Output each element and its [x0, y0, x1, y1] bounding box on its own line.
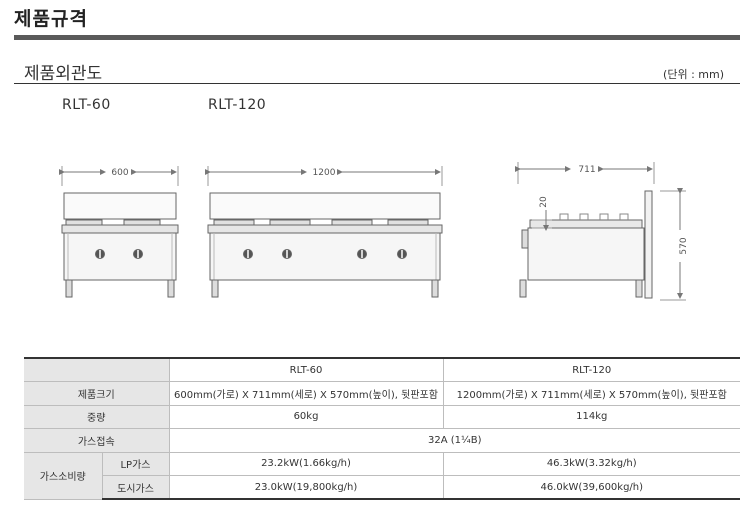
knob-icon: [357, 249, 367, 259]
table-row: 도시가스 23.0kW(19,800kg/h) 46.0kW(39,600kg/…: [24, 475, 740, 500]
knob-icon: [133, 249, 143, 259]
unit-label: (단위 : mm): [663, 68, 724, 81]
header-blank-cell: [24, 357, 170, 382]
spec-table: RLT-60 RLT-120 제품크기 600mm(가로) X 711mm(세로…: [24, 357, 740, 500]
section-rule: [14, 83, 740, 84]
table-row: 가스소비량 LP가스 23.2kW(1.66kg/h) 46.3kW(3.32k…: [24, 451, 740, 500]
row-label-weight: 중량: [24, 404, 170, 429]
front-view-rlt120: [205, 166, 443, 298]
gas-connection-value: 32A (1¼B): [168, 428, 740, 453]
table-row: 제품크기 600mm(가로) X 711mm(세로) X 570mm(높이), …: [24, 381, 740, 406]
lp-value-60: 23.2kW(1.66kg/h): [168, 451, 444, 476]
row-label-lp: LP가스: [101, 451, 170, 476]
city-value-120: 46.0kW(39,600kg/h): [442, 475, 740, 500]
title-rule: [14, 35, 740, 40]
lp-value-120: 46.3kW(3.32kg/h): [442, 451, 740, 476]
weight-value-60: 60kg: [168, 404, 444, 429]
model-label-rlt60: RLT-60: [62, 97, 111, 113]
row-label-gas-connection: 가스접속: [24, 428, 170, 453]
knob-icon: [243, 249, 253, 259]
knob-icon: [95, 249, 105, 259]
header-model-120: RLT-120: [442, 357, 740, 382]
page-title: 제품규격: [14, 8, 88, 30]
knob-icon: [397, 249, 407, 259]
model-label-rlt120: RLT-120: [208, 97, 267, 113]
front-view-rlt60: [59, 166, 179, 298]
row-label-size: 제품크기: [24, 381, 170, 406]
dim-width-120: 1200: [313, 168, 336, 178]
header-model-60: RLT-60: [168, 357, 444, 382]
knob-icon: [282, 249, 292, 259]
weight-value-120: 114kg: [442, 404, 740, 429]
dim-height: 570: [679, 237, 689, 254]
side-view: [515, 162, 686, 301]
size-value-60: 600mm(가로) X 711mm(세로) X 570mm(높이), 뒷판포함: [168, 381, 444, 406]
appearance-drawing: 600 1200: [59, 162, 689, 301]
size-value-120: 1200mm(가로) X 711mm(세로) X 570mm(높이), 뒷판포함: [442, 381, 740, 406]
row-label-consumption: 가스소비량: [24, 451, 103, 500]
table-header-row: RLT-60 RLT-120: [24, 357, 740, 382]
table-row: 가스접속 32A (1¼B): [24, 428, 740, 453]
dim-backsplash: 20: [539, 196, 549, 208]
dim-width-60: 600: [111, 168, 128, 178]
city-value-60: 23.0kW(19,800kg/h): [168, 475, 444, 500]
section-title: 제품외관도: [24, 64, 103, 84]
row-label-city-gas: 도시가스: [102, 475, 170, 500]
table-row: 중량 60kg 114kg: [24, 404, 740, 429]
dim-depth: 711: [578, 165, 595, 175]
